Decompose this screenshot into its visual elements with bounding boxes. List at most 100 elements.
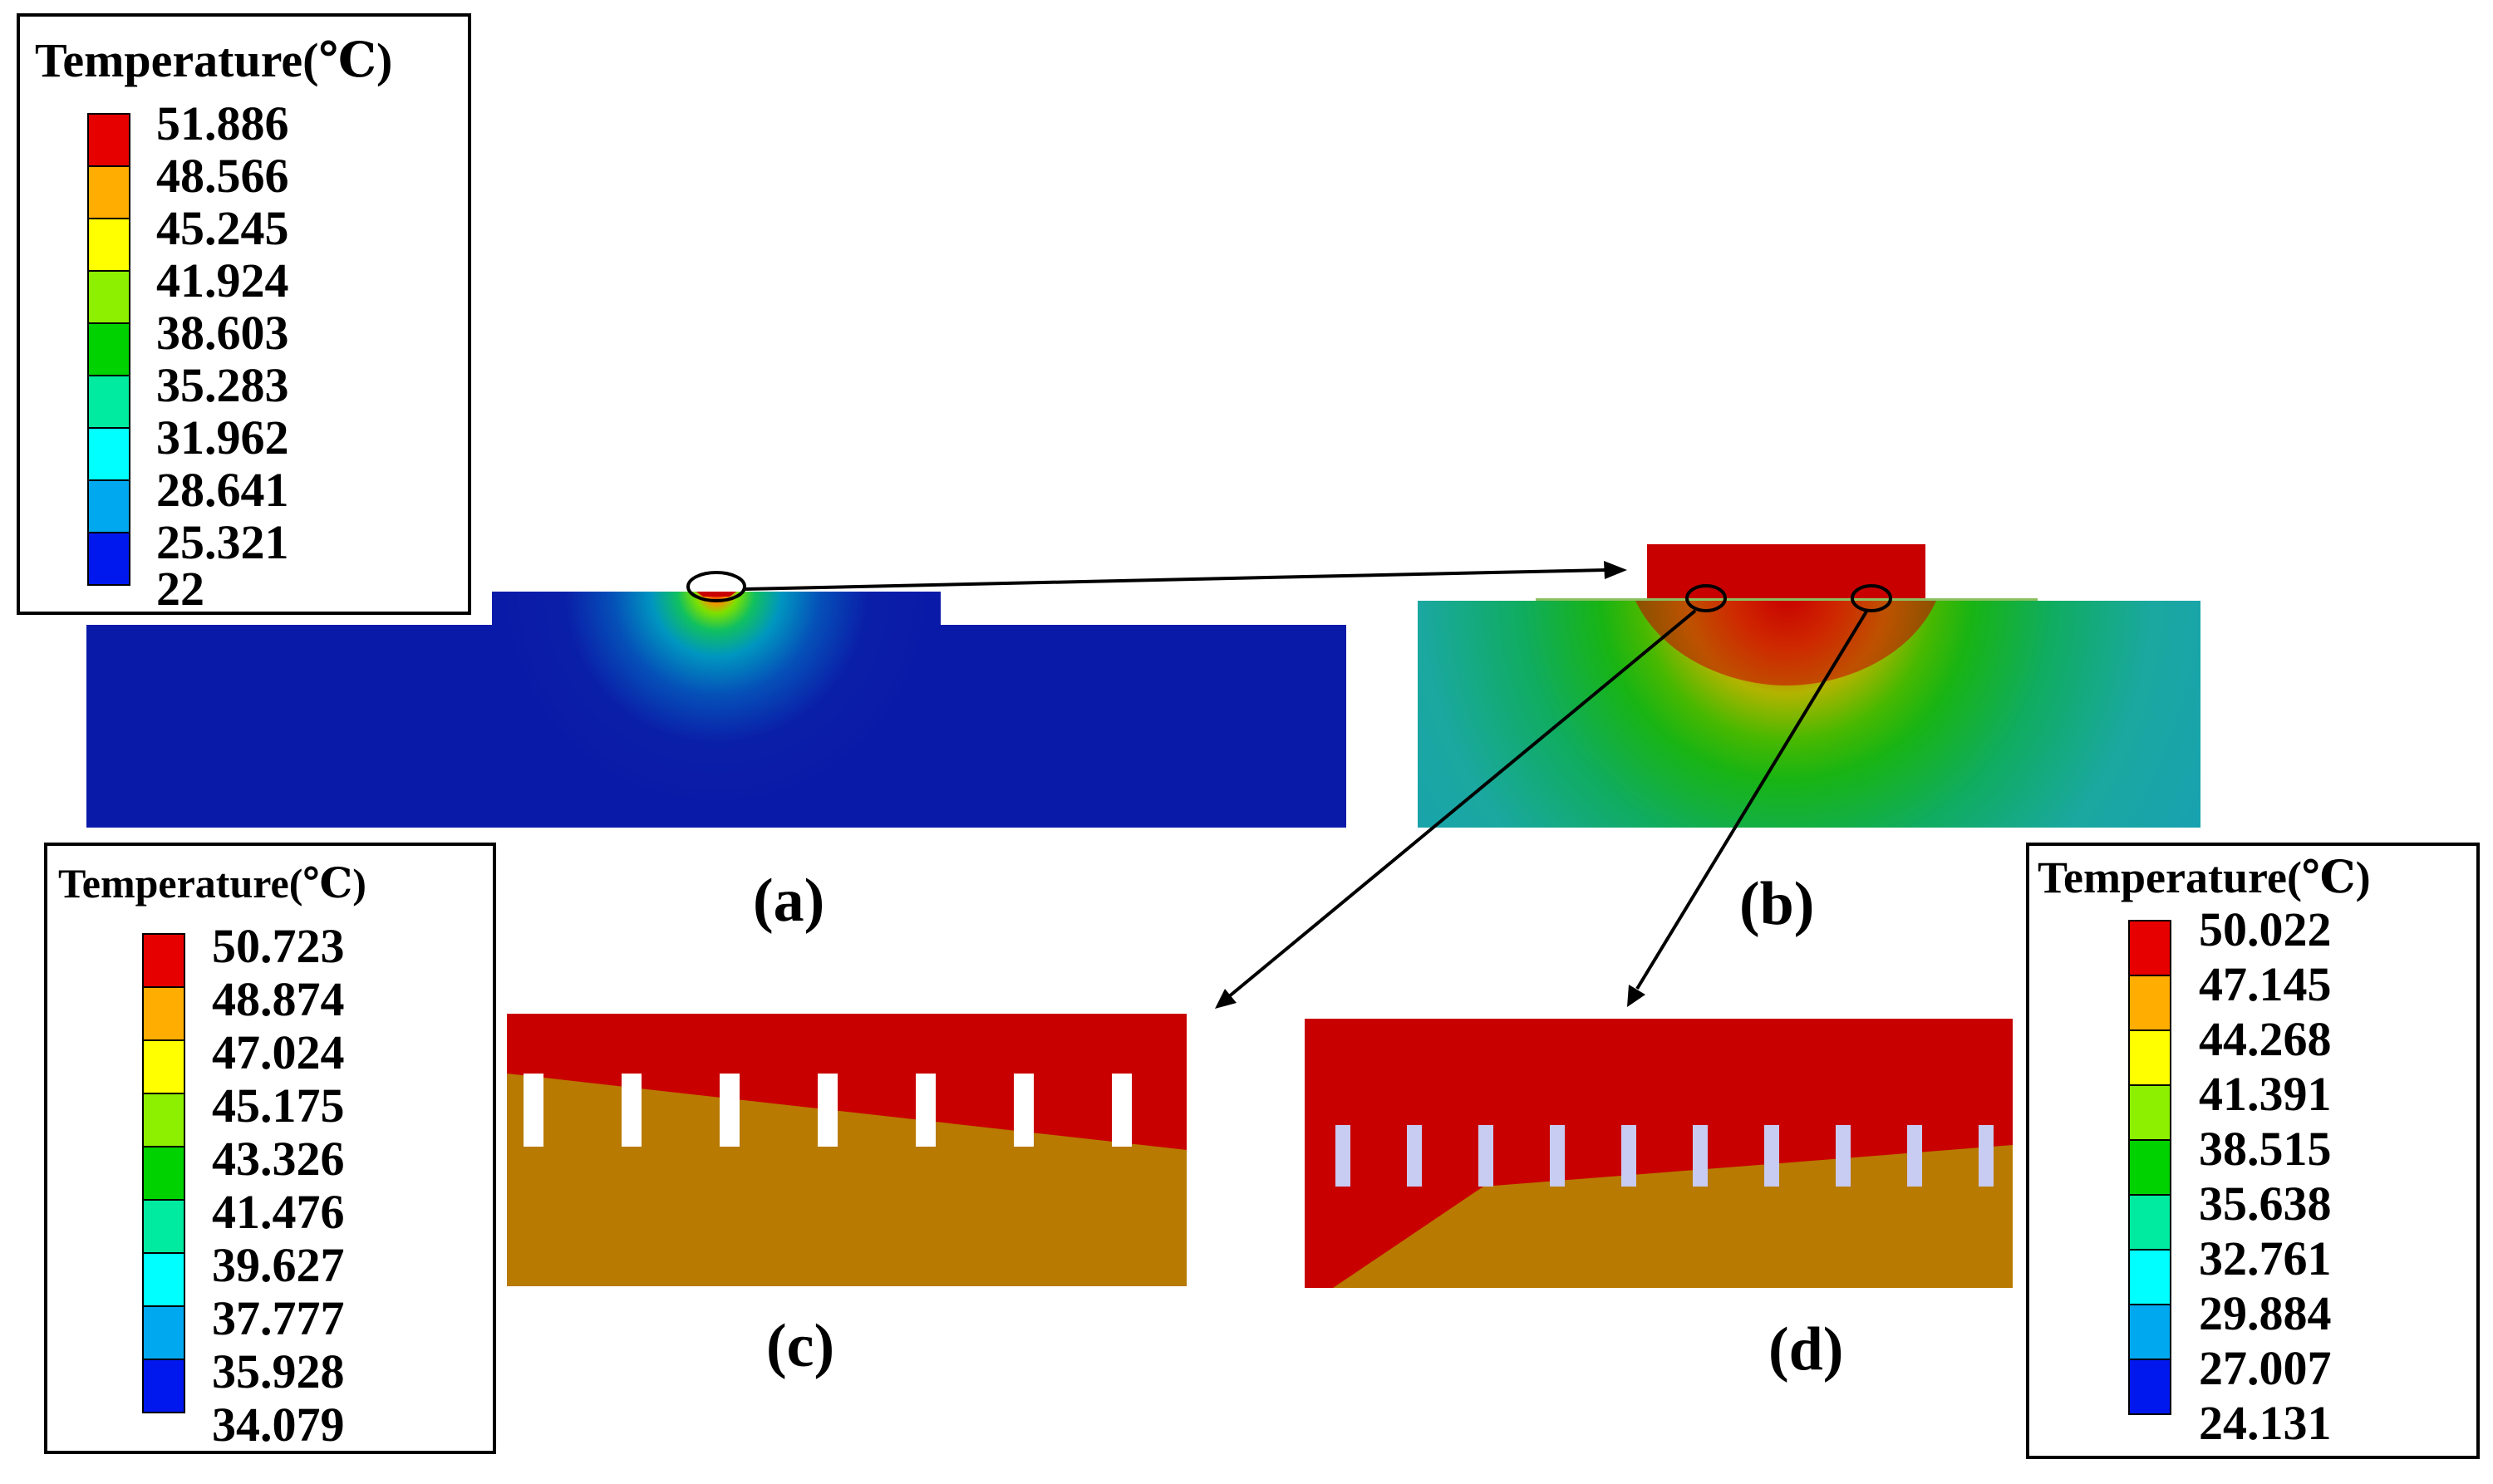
panel-label-a: (a) [753,867,824,935]
legend-a-value: 41.924 [156,253,289,307]
panel-c-slot [1112,1074,1132,1147]
legend-d-swatch [2128,920,2171,976]
legend-c-value: 37.777 [212,1291,345,1345]
legend-d-swatch [2128,1304,2171,1360]
legend-c-swatch [142,1199,185,1254]
panel-d-slot [1693,1125,1708,1187]
legend-d-value: 38.515 [2199,1122,2332,1176]
panel-c-slot [622,1074,642,1147]
panel-d-slot [1764,1125,1779,1187]
legend-a-values: 51.886 48.566 45.245 41.924 38.603 35.28… [156,96,289,616]
panel-b-zoom-circle-right [1851,584,1892,612]
legend-a-swatch [87,532,130,586]
legend-a-value: 45.245 [156,201,289,255]
legend-d: Temperature(℃) 50.022 47.145 44.268 41.3… [2026,843,2480,1459]
panel-c-slot [818,1074,838,1147]
legend-c-value: 41.476 [212,1185,345,1239]
arrowhead-icon [1604,561,1627,579]
panel-label-d: (d) [1768,1315,1843,1383]
panel-b-zoom-circle-left [1685,584,1727,612]
legend-c: Temperature(℃) 50.723 48.874 47.024 45.1… [44,843,496,1454]
connector-arrows [744,561,1868,1009]
arrow-a-to-b [744,568,1606,591]
arrow-b-to-d [1635,610,1868,990]
arrowhead-icon [1627,985,1645,1007]
panel-a-model [86,571,1346,828]
legend-a-value: 51.886 [156,96,289,150]
legend-d-value: 35.638 [2199,1177,2332,1231]
legend-c-swatch [142,1093,185,1147]
legend-d-swatches [2128,920,2171,1415]
panel-d-slot [1407,1125,1422,1187]
legend-a-value: 31.962 [156,410,289,464]
legend-d-value: 27.007 [2199,1341,2332,1395]
legend-a-swatch [87,322,130,376]
legend-a-swatch [87,165,130,219]
legend-d-values: 50.022 47.145 44.268 41.391 38.515 35.63… [2199,902,2332,1450]
legend-a-value: 28.641 [156,463,289,517]
legend-c-swatches [142,933,185,1413]
panel-c-detail [507,1014,1187,1286]
legend-a-swatch [87,218,130,272]
legend-a-value: 48.566 [156,149,289,203]
panel-d-slot [1335,1125,1350,1187]
legend-a-value: 22 [156,562,204,616]
legend-c-swatch [142,933,185,988]
legend-d-value: 41.391 [2199,1067,2332,1121]
panel-d-slot [1621,1125,1636,1187]
panel-label-c: (c) [766,1312,834,1380]
legend-c-value: 48.874 [212,972,345,1026]
legend-c-swatch [142,1305,185,1360]
legend-a-title: Temperature(℃) [35,33,392,87]
legend-d-swatch [2128,1359,2171,1415]
legend-c-value: 34.079 [212,1398,345,1452]
panel-c-slot [524,1074,543,1147]
legend-c-swatch [142,1039,185,1094]
arrowhead-icon [1215,989,1237,1009]
panel-d-slots [1335,1125,1994,1187]
legend-c-value: 45.175 [212,1079,345,1133]
legend-c-swatch [142,986,185,1041]
legend-a-swatch [87,113,130,167]
legend-d-value: 32.761 [2199,1231,2332,1285]
legend-d-value: 50.022 [2199,902,2332,956]
legend-c-swatch [142,1359,185,1413]
legend-c-swatch [142,1252,185,1307]
legend-c-value: 47.024 [212,1025,345,1079]
panel-d-slot [1478,1125,1493,1187]
panel-c-slot [916,1074,936,1147]
panel-a-zoom-circle [686,571,746,602]
panel-d-slot [1836,1125,1851,1187]
legend-d-value: 29.884 [2199,1286,2332,1340]
legend-a-value: 35.283 [156,358,289,412]
panel-c-slot [720,1074,740,1147]
legend-c-frame [44,843,496,1454]
legend-c-value: 35.928 [212,1344,345,1398]
panel-b-model [1418,544,2200,828]
legend-a-value: 38.603 [156,306,289,360]
panel-labels: (a) (b) (c) (d) [753,867,1843,1383]
legend-a: Temperature(℃) 51.886 48.566 45.245 41.9… [17,13,471,616]
panel-d-slot [1907,1125,1922,1187]
legend-d-swatch [2128,975,2171,1031]
panel-d-slot [1550,1125,1565,1187]
panel-c-slot [1014,1074,1034,1147]
legend-c-value: 50.723 [212,919,345,973]
panel-c-slots [524,1074,1132,1147]
legend-c-value: 43.326 [212,1132,345,1186]
arrow-b-to-c [1227,609,1697,999]
legend-d-title: Temperature(℃) [2038,853,2371,902]
legend-d-swatch [2128,1249,2171,1305]
legend-c-value: 39.627 [212,1238,345,1292]
panel-c-warm-region [507,1074,1187,1286]
panel-label-b: (b) [1739,870,1814,938]
legend-c-values: 50.723 48.874 47.024 45.175 43.326 41.47… [212,919,345,1452]
legend-d-value: 47.145 [2199,957,2332,1011]
legend-d-swatch [2128,1084,2171,1141]
legend-d-value: 24.131 [2199,1396,2332,1450]
panel-d-detail [1305,1019,2013,1288]
legend-a-swatch [87,427,130,481]
panel-a-hotspot [696,592,736,597]
panel-a-body [86,592,1346,828]
legend-d-swatch [2128,1139,2171,1196]
